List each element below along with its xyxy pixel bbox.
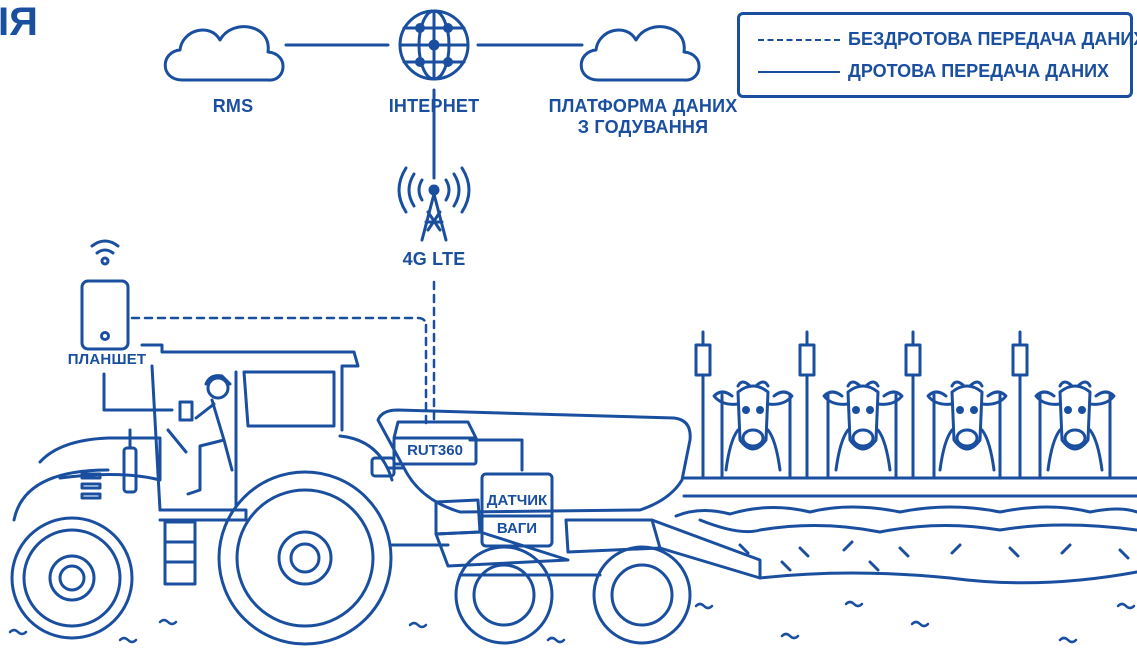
legend-wired-label: ДРОТОВА ПЕРЕДАЧА ДАНИХ <box>848 61 1110 81</box>
tablet-label: ПЛАНШЕТ <box>67 351 147 368</box>
cow-2-icon <box>822 380 904 472</box>
tablet-icon <box>80 239 130 351</box>
tractor-icon <box>10 343 450 646</box>
farmer-icon <box>166 374 234 496</box>
cow-3-icon <box>926 380 1008 472</box>
legend-wireless: БЕЗДРОТОВА ПЕРЕДАЧА ДАНИХ <box>758 29 1137 50</box>
weight-sensor-box <box>480 472 554 548</box>
platform-label-line2: З ГОДУВАННЯ <box>577 116 709 137</box>
platform-cloud-icon <box>579 25 701 82</box>
legend-box: БЕЗДРОТОВА ПЕРЕДАЧА ДАНИХ ДРОТОВА ПЕРЕДА… <box>737 12 1137 98</box>
cow-4-icon <box>1034 380 1116 472</box>
legend-wired: ДРОТОВА ПЕРЕДАЧА ДАНИХ <box>758 61 1109 82</box>
router-label: RUT360 <box>407 442 463 459</box>
page-title-fragment: ІЯ <box>0 0 38 44</box>
sensor-label-line2: ВАГИ <box>496 520 538 537</box>
legend-wireless-label: БЕЗДРОТОВА ПЕРЕДАЧА ДАНИХ <box>848 29 1137 49</box>
rms-cloud-icon <box>163 25 285 82</box>
mixer-wagon-icon <box>370 408 762 645</box>
rut360-router-icon <box>392 420 478 466</box>
rms-label: RMS <box>212 96 254 116</box>
internet-label: ІНТЕРНЕТ <box>388 96 480 116</box>
lte-tower-icon <box>397 166 471 242</box>
feed-fence-icon <box>674 330 1137 585</box>
cow-1-icon <box>712 380 794 472</box>
dashed-line-icon <box>758 38 840 41</box>
ground-marks <box>8 600 1136 644</box>
platform-label: ПЛАТФОРМА ДАНИХ З ГОДУВАННЯ <box>548 96 738 137</box>
platform-label-line1: ПЛАТФОРМА ДАНИХ <box>548 96 738 116</box>
internet-globe-icon <box>398 9 470 81</box>
solid-line-icon <box>758 70 840 73</box>
lte-label: 4G LTE <box>402 249 466 269</box>
sensor-label-line1: ДАТЧИК <box>486 492 548 509</box>
